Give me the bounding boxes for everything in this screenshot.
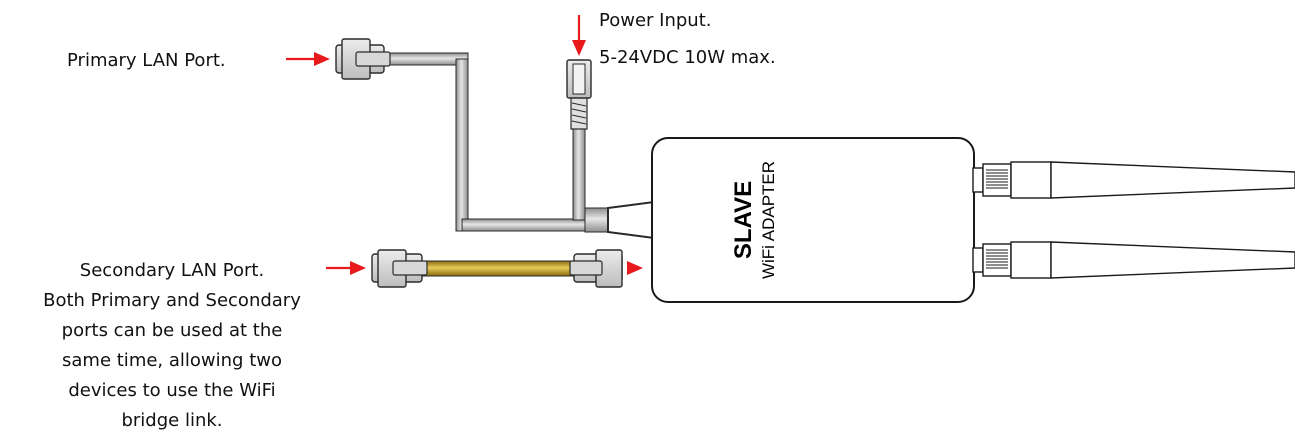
secondary-lan-connector-left <box>371 249 428 288</box>
adapter-title: SLAVE <box>730 181 757 259</box>
power-jack-connector <box>566 59 592 99</box>
secondary-lan-label: Secondary LAN Port. Both Primary and Sec… <box>43 260 301 431</box>
primary-lan-connector <box>335 38 391 80</box>
secondary-label-line: devices to use the WiFi <box>68 380 275 401</box>
primary-lan-label: Primary LAN Port. <box>67 50 226 71</box>
cable-boot <box>607 200 655 240</box>
secondary-label-line: Both Primary and Secondary <box>43 290 301 311</box>
primary-lan-cable <box>382 52 611 232</box>
slave-wifi-adapter: SLAVE WiFi ADAPTER <box>651 137 975 303</box>
secondary-label-line: Secondary LAN Port. <box>80 260 264 281</box>
power-input-label: Power Input. <box>599 10 711 31</box>
secondary-label-line: same time, allowing two <box>62 350 282 371</box>
arrow-power-input <box>572 15 586 56</box>
power-spec-label: 5-24VDC 10W max. <box>599 47 776 68</box>
secondary-label-line: bridge link. <box>121 410 222 431</box>
secondary-label-line: ports can be used at the <box>62 320 283 341</box>
secondary-lan-connector-right <box>569 249 623 288</box>
antenna-bottom <box>972 241 1295 279</box>
adapter-subtitle: WiFi ADAPTER <box>759 161 778 279</box>
secondary-lan-cable <box>417 260 579 277</box>
arrow-secondary-to-adapter <box>627 261 643 275</box>
arrow-primary-lan <box>286 52 330 66</box>
power-cable <box>570 96 588 221</box>
arrow-secondary-lan <box>326 261 366 275</box>
antenna-top <box>972 161 1295 199</box>
